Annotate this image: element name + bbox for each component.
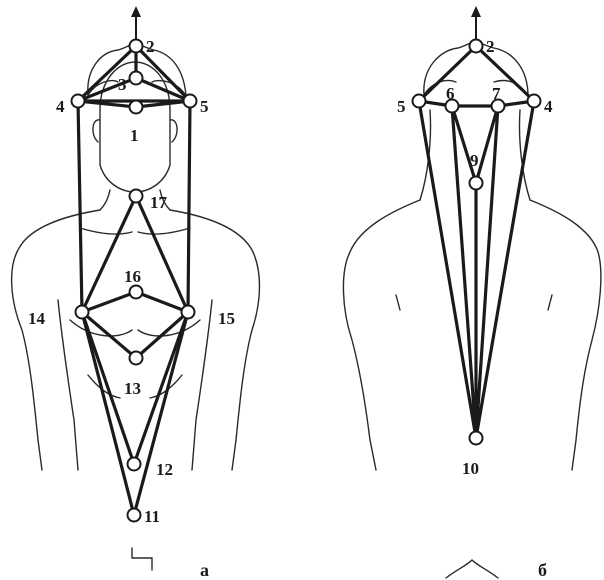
marker-a-11 <box>128 509 141 522</box>
marker-label-a-3: 3 <box>118 75 127 94</box>
marker-label-b-5: 5 <box>397 97 406 116</box>
panel-a-label: а <box>200 560 209 580</box>
marker-b-5 <box>413 95 426 108</box>
marker-a-13 <box>130 352 143 365</box>
marker-label-a-12: 12 <box>156 460 173 479</box>
edge-a-2-4 <box>78 46 136 101</box>
marker-a-1 <box>130 101 143 114</box>
marker-a-16 <box>130 286 143 299</box>
marker-label-a-5: 5 <box>200 97 209 116</box>
marker-label-a-14: 14 <box>28 309 46 328</box>
edge-a-15-11 <box>134 312 188 515</box>
edge-a-14-11 <box>82 312 134 515</box>
panel-b-label: б <box>538 560 547 580</box>
marker-label-a-13: 13 <box>124 379 141 398</box>
marker-b-2 <box>470 40 483 53</box>
marker-a-4 <box>72 95 85 108</box>
marker-b-4 <box>528 95 541 108</box>
arrow-up-icon-a <box>131 6 141 44</box>
marker-label-b-9: 9 <box>470 151 479 170</box>
marker-label-a-16: 16 <box>124 267 141 286</box>
edge-a-2-5 <box>136 46 190 101</box>
marker-a-12 <box>128 458 141 471</box>
marker-label-a-1: 1 <box>130 126 139 145</box>
edge-b-2-4 <box>476 46 534 101</box>
marker-label-b-6: 6 <box>446 84 455 103</box>
marker-label-b-10: 10 <box>462 459 479 478</box>
marker-a-15 <box>182 306 195 319</box>
panel-b-connections <box>419 46 534 438</box>
arrow-up-icon-b <box>471 6 481 44</box>
marker-a-2 <box>130 40 143 53</box>
marker-label-a-15: 15 <box>218 309 235 328</box>
marker-label-a-11: 11 <box>144 507 160 526</box>
marker-label-b-2: 2 <box>486 37 495 56</box>
body-outline-back <box>343 42 600 578</box>
edge-b-7-10 <box>476 106 498 438</box>
body-outline-front <box>12 44 260 570</box>
marker-a-5 <box>184 95 197 108</box>
marker-label-a-2: 2 <box>146 37 155 56</box>
marker-label-a-4: 4 <box>56 97 65 116</box>
edge-a-5-15 <box>188 101 190 312</box>
marker-b-10 <box>470 432 483 445</box>
marker-a-14 <box>76 306 89 319</box>
edge-a-4-14 <box>78 101 82 312</box>
marker-label-b-4: 4 <box>544 97 553 116</box>
marker-b-9 <box>470 177 483 190</box>
marker-a-17 <box>130 190 143 203</box>
marker-label-a-17: 17 <box>150 193 168 212</box>
marker-a-3 <box>130 72 143 85</box>
marker-label-b-7: 7 <box>492 84 501 103</box>
